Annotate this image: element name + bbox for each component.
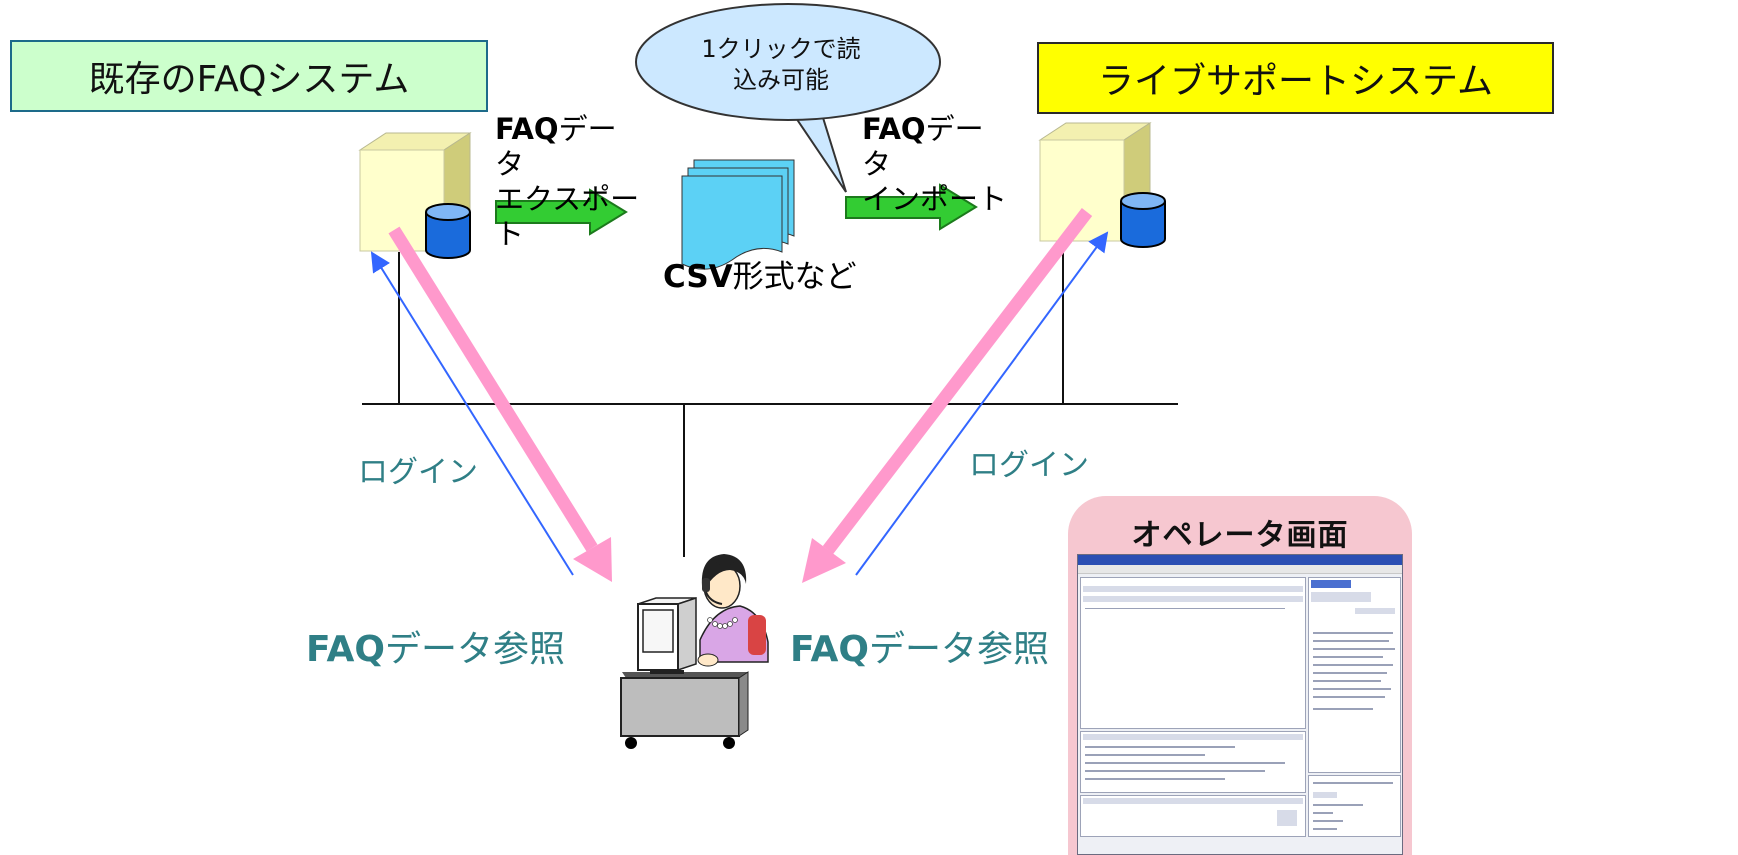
csv-format-label: CSV形式など <box>663 260 857 295</box>
import-faq-text: FAQ <box>862 112 926 146</box>
thumbnail-title-bar <box>1078 555 1402 565</box>
login-label-left: ログイン <box>358 455 478 490</box>
monitor-icon <box>637 596 697 674</box>
ref-left-rest: データ参照 <box>384 629 565 670</box>
desk-icon <box>620 671 749 749</box>
thumbnail-chat-pane <box>1080 731 1306 793</box>
thumbnail-side-pane <box>1308 577 1401 773</box>
login-line-right <box>855 231 1109 576</box>
export-faq-text: FAQ <box>495 112 559 146</box>
login-label-right: ログイン <box>969 448 1089 483</box>
operator-screen-title: オペレータ画面 <box>1131 518 1349 553</box>
import-arrow <box>845 183 978 231</box>
ref-arrow-right <box>802 208 1093 583</box>
login-line-left <box>370 251 574 576</box>
ref-left-faq: FAQ <box>306 629 385 670</box>
ref-arrow-left <box>388 226 612 582</box>
speech-balloon <box>635 3 941 193</box>
import-label: FAQデータ インポート <box>862 112 1012 217</box>
balloon-line-2: 込み可能 <box>733 66 829 94</box>
export-data-text: データ <box>495 112 617 181</box>
existing-faq-system-box: 既存のFAQシステム <box>10 40 488 112</box>
faq-reference-label-left: FAQデータ参照 <box>306 620 565 672</box>
faq-reference-label-right: FAQデータ参照 <box>790 620 1049 672</box>
export-line-3: ト <box>495 217 525 251</box>
live-support-system-label: ライブサポートシステム <box>1098 61 1493 102</box>
live-support-system-box: ライブサポートシステム <box>1037 42 1554 114</box>
import-data-text: データ <box>862 112 984 181</box>
database-icon <box>425 203 471 259</box>
export-line-2: エクスポー <box>495 182 640 216</box>
export-label: FAQデータ エクスポー ト <box>495 112 645 252</box>
existing-faq-system-label: 既存のFAQシステム <box>88 59 410 100</box>
import-line-2: インポート <box>862 182 1008 216</box>
document-stack-icon <box>681 159 795 270</box>
csv-rest-text: 形式など <box>732 259 857 295</box>
csv-bold-text: CSV <box>663 259 733 295</box>
balloon-text: 1クリックで読 込み可能 <box>668 34 894 96</box>
ref-right-faq: FAQ <box>790 629 869 670</box>
operator-person-icon <box>697 554 769 667</box>
thumbnail-info-pane <box>1308 775 1401 837</box>
operator-screen-thumbnail <box>1077 554 1403 855</box>
thumbnail-list-pane <box>1080 577 1306 729</box>
export-arrow <box>495 188 628 236</box>
database-icon <box>1120 192 1166 248</box>
operator-screen-card: オペレータ画面 <box>1068 496 1412 855</box>
thumbnail-input-pane <box>1080 795 1306 837</box>
balloon-line-1: 1クリックで読 <box>701 35 861 63</box>
ref-right-rest: データ参照 <box>868 629 1049 670</box>
thumbnail-menu-bar <box>1078 565 1402 574</box>
